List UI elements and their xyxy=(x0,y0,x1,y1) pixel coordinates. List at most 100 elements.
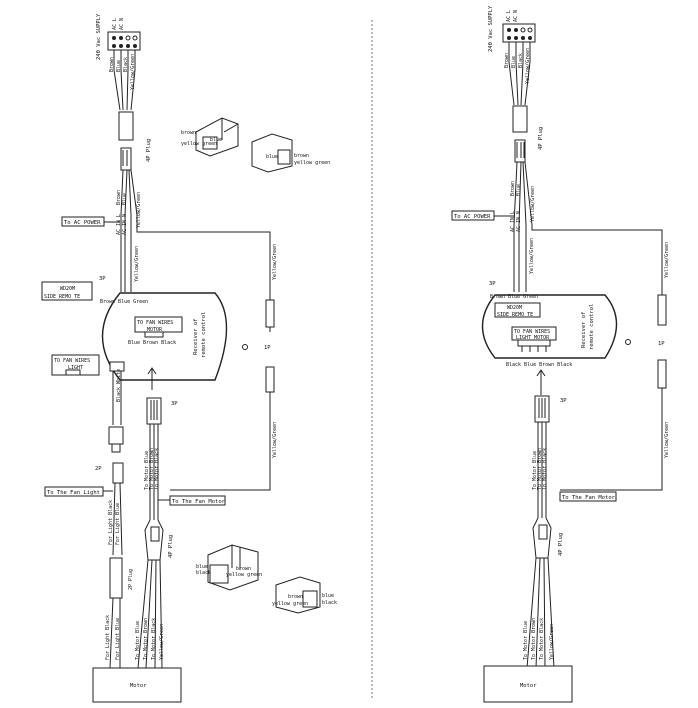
right-plug-upper-housing xyxy=(512,105,528,133)
left-connector-a-icon: brown yellow green blue xyxy=(181,117,239,157)
left-light-wires: Black White xyxy=(116,369,122,402)
right-bottom-wires-label: Black Blue Brown Black xyxy=(506,362,572,368)
right-to-motor-black: To Motor Black xyxy=(542,448,548,490)
right-3p-label-mid: 3P xyxy=(560,398,567,404)
left-1p-label: 1P xyxy=(264,345,271,351)
left-4p-plug-lower-label: 4P Plug xyxy=(168,535,174,558)
left-bottom-w3: To Motor Blue xyxy=(135,621,141,660)
right-bottom-w2: To Motor Brown xyxy=(531,618,537,660)
left-receiver-line1: Receiver of xyxy=(193,319,199,355)
right-label-box xyxy=(494,302,541,318)
svg-text:black: black xyxy=(196,570,211,576)
right-1p-connector-bottom xyxy=(657,359,667,389)
left-motor-label: Motor xyxy=(130,683,147,689)
svg-text:blue: blue xyxy=(210,137,222,143)
right-plug-lower-housing xyxy=(514,139,526,163)
left-bottom-w1: For Light Black xyxy=(105,615,111,660)
right-to-motor-blue: To Motor Blue xyxy=(532,451,538,490)
right-terminal-screws xyxy=(507,27,533,40)
left-2p-plug-label: 2P Plug xyxy=(128,569,134,590)
left-bottom-w6: Yellow/Green xyxy=(159,624,165,660)
left-connector-b-icon: blue brown yellow green xyxy=(251,133,330,173)
right-yg-2: Yellow/Green xyxy=(530,186,536,222)
left-connector-d-icon: yellow green brown blue black xyxy=(272,576,337,614)
svg-text:yellow green: yellow green xyxy=(181,141,217,147)
right-yg-right: Yellow/Green xyxy=(664,242,670,278)
right-4p-plug-lower-label: 4P Plug xyxy=(558,533,564,556)
left-label-box xyxy=(41,281,93,301)
right-1p-connector-top xyxy=(657,294,667,326)
left-wire-blue: Blue xyxy=(116,60,122,72)
right-yg-4: Yellow/Green xyxy=(664,422,670,458)
left-label-box-bot: SIDE REMO TE xyxy=(44,294,80,300)
left-bottom-w5: To Motor Black xyxy=(151,618,157,660)
svg-text:brown: brown xyxy=(288,594,303,600)
right-to-fan-motor: To The Fan Motor xyxy=(562,495,616,501)
left-to-fan-wires-motor-2: MOTOR xyxy=(147,327,163,333)
right-label-box-top: WD20M xyxy=(507,305,522,311)
left-motor-box xyxy=(92,667,182,703)
left-plug-upper-housing xyxy=(118,111,134,141)
left-diagram: 240 Vac SUPPLY AC L AC N Brown Blue Blac… xyxy=(41,13,337,703)
right-3p-wires: Brown Blue Green xyxy=(490,294,538,300)
left-motor-wires-colors: Blue Brown Black xyxy=(128,340,176,346)
left-to-fan-light: To The Fan Light xyxy=(47,490,100,496)
right-acin-n: AC IN N xyxy=(516,211,522,232)
right-to-fan-wires-2: LIGHT MOTOR xyxy=(516,335,550,341)
left-receiver-line2: remote control xyxy=(201,312,207,358)
left-receiver-body xyxy=(101,292,228,381)
right-motor-label: Motor xyxy=(520,683,537,689)
svg-text:brown: brown xyxy=(294,153,309,159)
left-3p-label-mid: 3P xyxy=(171,401,178,407)
left-1p-terminal xyxy=(242,344,248,350)
left-for-light-black: For Light Black xyxy=(108,500,114,545)
left-bottom-w2: For Light Blue xyxy=(115,618,121,660)
svg-text:blue: blue xyxy=(196,564,208,570)
left-terminal-screws xyxy=(112,35,138,48)
left-2p-connector xyxy=(112,462,124,484)
left-to-ac-power: To AC POWER xyxy=(64,220,101,226)
right-wire-black: Black xyxy=(518,53,524,68)
left-to-fan-wires-light-2: LIGHT xyxy=(68,365,83,371)
right-acin-l: AC IN L xyxy=(510,211,516,232)
left-yg-3: Yellow/Green xyxy=(134,246,140,282)
left-2p-plug-body xyxy=(109,557,123,599)
left-to-fan-motor: To The Fan Motor xyxy=(172,499,226,505)
right-4p-plug-lower xyxy=(538,524,548,540)
left-terminal-n: AC N xyxy=(119,18,125,30)
right-label-box-bot: SIDE REMO TE xyxy=(497,312,533,318)
right-to-ac-power: To AC POWER xyxy=(454,214,491,220)
left-supply-label: 240 Vac SUPPLY xyxy=(96,13,102,60)
right-yg-3: Yellow/Green xyxy=(529,238,535,274)
right-supply-label: 240 Vac SUPPLY xyxy=(488,5,494,52)
left-light-plug xyxy=(108,426,124,445)
svg-text:yellow green: yellow green xyxy=(294,160,330,166)
left-to-motor-blue: To Motor Blue xyxy=(144,451,150,490)
left-label-box-top: WD20M xyxy=(60,286,75,292)
left-blue-2: Blue xyxy=(122,193,128,205)
right-to-fan-motor-box xyxy=(559,491,617,502)
left-connector-c-icon: blue black brown yellow green xyxy=(196,544,262,591)
left-yg-4: Yellow/Green xyxy=(272,422,278,458)
right-bottom-w3: To Motor Black xyxy=(539,618,545,660)
right-bottom-w1: To Motor Blue xyxy=(523,621,529,660)
left-to-motor-brown: To Motor Brown xyxy=(149,448,155,490)
right-terminal-block xyxy=(502,23,536,43)
svg-text:yellow green: yellow green xyxy=(272,601,308,607)
left-brown-2: Brown xyxy=(116,190,122,205)
left-bottom-w4: To Motor Brown xyxy=(143,618,149,660)
svg-text:blue: blue xyxy=(266,154,278,160)
left-to-motor-black: To Motor Black xyxy=(154,448,160,490)
left-1p-connector-top xyxy=(265,299,275,328)
left-1p-connector-bottom xyxy=(265,366,275,393)
right-bottom-w4: Yellow/Green xyxy=(549,624,555,660)
right-brown-2: Brown xyxy=(510,181,516,196)
left-2p-label: 2P xyxy=(95,466,102,472)
svg-text:blue: blue xyxy=(322,593,334,599)
right-1p-label: 1P xyxy=(658,341,665,347)
right-receiver-line1: Receiver of xyxy=(581,312,587,348)
left-3p-label-top: 3P xyxy=(99,276,106,282)
right-to-motor-brown: To Motor Brown xyxy=(537,448,543,490)
right-wire-blue: Blue xyxy=(511,56,517,68)
